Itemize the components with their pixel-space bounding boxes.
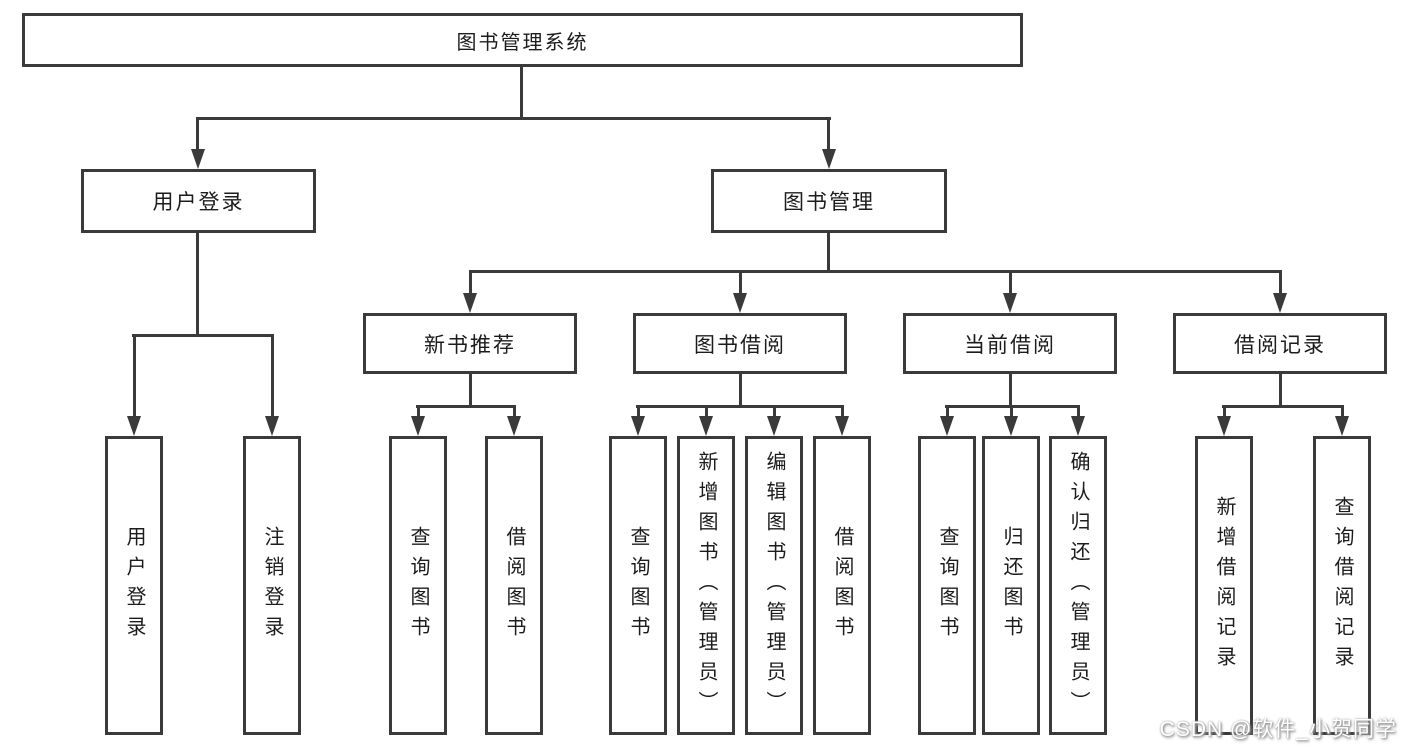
connector-borrow-leaf3 [773, 405, 776, 419]
connector-to-recommend [469, 270, 472, 296]
arrowhead-to-current-icon [1003, 293, 1017, 313]
leaf-current-return-books-label: 归还图书 [1000, 525, 1022, 646]
leaf-borrow-add-books-admin: 新增图书（管理员） [677, 436, 735, 735]
leaf-borrow-borrow-books: 借阅图书 [813, 436, 871, 735]
connector-recommend-leaf1 [417, 405, 420, 419]
leaf-recommend-query-books-label: 查询图书 [407, 525, 429, 646]
connector-records-leaf1 [1223, 405, 1226, 419]
node-new-book-recommend-label: 新书推荐 [424, 333, 516, 357]
arrowhead-recommend-leaf2-icon [507, 416, 521, 436]
node-user-login: 用户登录 [81, 169, 316, 233]
arrowhead-to-leaf-login-icon [127, 416, 141, 436]
connector-borrow-stem [739, 372, 742, 407]
arrowhead-to-borrow-icon [733, 293, 747, 313]
node-book-borrow-label: 图书借阅 [694, 333, 786, 357]
connector-borrow-leaf4 [841, 405, 844, 419]
node-book-manage-label: 图书管理 [783, 191, 875, 214]
arrowhead-to-user-login-icon [191, 149, 205, 169]
arrowhead-borrow-leaf2-icon [699, 416, 713, 436]
node-root-label: 图书管理系统 [456, 31, 589, 54]
connector-to-current [1009, 270, 1012, 296]
leaf-current-confirm-return-admin: 确认归还（管理员） [1049, 436, 1107, 735]
leaf-current-query-books-label: 查询图书 [936, 525, 958, 646]
node-user-login-label: 用户登录 [152, 191, 245, 214]
leaf-logout: 注销登录 [243, 436, 301, 735]
connector-to-borrow [739, 270, 742, 296]
csdn-watermark: CSDN @软件_小贺同学 [1159, 718, 1397, 741]
arrowhead-records-leaf1-icon [1217, 416, 1231, 436]
connector-level3-rail [469, 270, 1282, 273]
arrowhead-to-recommend-icon [463, 293, 477, 313]
node-borrow-records-label: 借阅记录 [1234, 333, 1326, 357]
leaf-current-confirm-return-admin-label: 确认归还（管理员） [1067, 450, 1089, 721]
leaf-borrow-add-books-admin-label: 新增图书（管理员） [695, 450, 717, 721]
leaf-records-add-record-label: 新增借阅记录 [1213, 495, 1235, 676]
leaf-records-add-record: 新增借阅记录 [1195, 436, 1253, 735]
leaf-recommend-query-books: 查询图书 [389, 436, 447, 735]
arrowhead-to-leaf-logout-icon [265, 416, 279, 436]
node-current-borrow: 当前借阅 [903, 313, 1117, 374]
leaf-borrow-edit-books-admin: 编辑图书（管理员） [745, 436, 803, 735]
node-book-borrow: 图书借阅 [633, 313, 847, 374]
leaf-current-query-books: 查询图书 [918, 436, 976, 735]
leaf-records-query-record-label: 查询借阅记录 [1331, 495, 1353, 676]
connector-user-login-rail [132, 334, 274, 337]
arrowhead-borrow-leaf1-icon [631, 416, 645, 436]
leaf-records-query-record: 查询借阅记录 [1313, 436, 1371, 735]
connector-recommend-stem [469, 372, 472, 407]
arrowhead-records-leaf2-icon [1335, 416, 1349, 436]
connector-records-rail [1222, 405, 1344, 408]
node-borrow-records: 借阅记录 [1173, 313, 1387, 374]
connector-borrow-rail [636, 405, 844, 408]
leaf-borrow-borrow-books-label: 借阅图书 [831, 525, 853, 646]
leaf-logout-label: 注销登录 [261, 525, 283, 646]
connector-recommend-leaf2 [513, 405, 516, 419]
connector-borrow-leaf1 [637, 405, 640, 419]
connector-records-leaf2 [1341, 405, 1344, 419]
connector-to-user-login [196, 117, 199, 153]
connector-records-stem [1279, 372, 1282, 407]
connector-current-stem [1009, 372, 1012, 407]
node-new-book-recommend: 新书推荐 [363, 313, 577, 374]
node-book-manage: 图书管理 [711, 169, 947, 233]
node-root: 图书管理系统 [22, 13, 1023, 67]
arrowhead-borrow-leaf3-icon [767, 416, 781, 436]
connector-root-stem [520, 64, 523, 119]
leaf-recommend-borrow-books-label: 借阅图书 [503, 525, 525, 646]
connector-to-records [1279, 270, 1282, 296]
leaf-user-login-label: 用户登录 [123, 525, 145, 646]
connector-to-book-manage [827, 117, 830, 153]
arrowhead-recommend-leaf1-icon [411, 416, 425, 436]
connector-to-leaf-logout [271, 334, 274, 418]
connector-user-login-stem [196, 231, 199, 336]
connector-recommend-rail [416, 405, 516, 408]
leaf-borrow-query-books-label: 查询图书 [627, 525, 649, 646]
leaf-recommend-borrow-books: 借阅图书 [485, 436, 543, 735]
arrowhead-current-leaf1-icon [940, 416, 954, 436]
connector-current-leaf2 [1010, 405, 1013, 419]
arrowhead-current-leaf3-icon [1071, 416, 1085, 436]
connector-level2-rail [197, 117, 831, 120]
connector-to-leaf-login [133, 334, 136, 418]
leaf-borrow-edit-books-admin-label: 编辑图书（管理员） [763, 450, 785, 721]
leaf-user-login: 用户登录 [105, 436, 163, 735]
node-current-borrow-label: 当前借阅 [964, 333, 1056, 357]
connector-current-leaf1 [946, 405, 949, 419]
leaf-borrow-query-books: 查询图书 [609, 436, 667, 735]
connector-book-manage-stem [827, 231, 830, 272]
arrowhead-current-leaf2-icon [1004, 416, 1018, 436]
connector-borrow-leaf2 [705, 405, 708, 419]
arrowhead-to-records-icon [1273, 293, 1287, 313]
leaf-current-return-books: 归还图书 [982, 436, 1040, 735]
arrowhead-to-book-manage-icon [822, 149, 836, 169]
connector-current-leaf3 [1077, 405, 1080, 419]
arrowhead-borrow-leaf4-icon [835, 416, 849, 436]
